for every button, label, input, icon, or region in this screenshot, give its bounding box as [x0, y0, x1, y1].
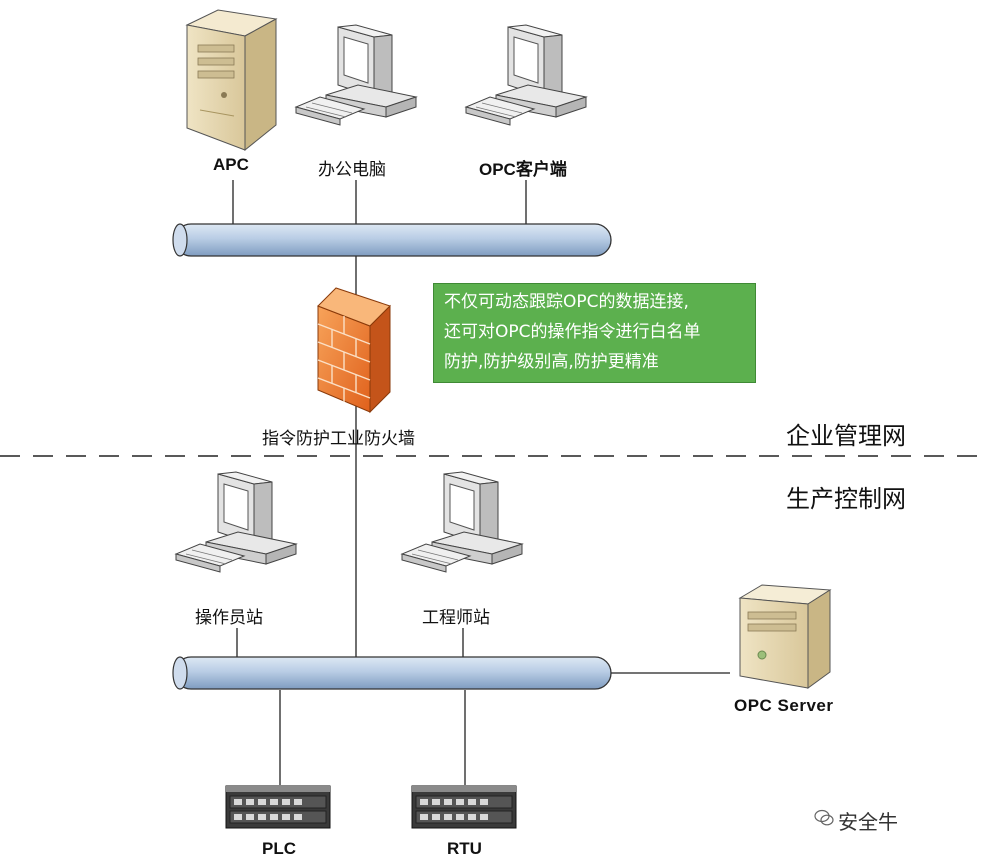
engineer-station-pc-icon — [400, 471, 524, 573]
opc-client-pc-icon — [464, 24, 588, 126]
operator-station-label: 操作员站 — [195, 608, 263, 628]
watermark: 安全牛 — [838, 810, 898, 834]
firewall-icon — [317, 287, 391, 414]
apc-label: APC — [213, 155, 249, 174]
enterprise-bus — [172, 223, 612, 257]
firewall-callout: 不仅可动态跟踪OPC的数据连接, 还可对OPC的操作指令进行白名单 防护,防护级… — [433, 283, 756, 383]
callout-line: 不仅可动态跟踪OPC的数据连接, — [444, 292, 689, 312]
opc-server-icon — [738, 584, 832, 689]
opc-client-label: OPC客户端 — [479, 160, 567, 179]
engineer-station-label: 工程师站 — [422, 608, 490, 628]
operator-station-pc-icon — [174, 471, 298, 573]
callout-line: 还可对OPC的操作指令进行白名单 — [444, 322, 701, 342]
callout-line: 防护,防护级别高,防护更精准 — [444, 352, 659, 372]
firewall-label: 指令防护工业防火墙 — [262, 429, 415, 449]
rtu-rack-icon — [411, 785, 517, 829]
wechat-icon — [814, 809, 834, 826]
enterprise-zone-label: 企业管理网 — [786, 422, 906, 450]
office-pc-icon — [294, 24, 418, 126]
office-pc-label: 办公电脑 — [318, 160, 386, 180]
rtu-label: RTU — [447, 839, 482, 858]
production-bus — [172, 656, 612, 690]
opc-server-label: OPC Server — [734, 696, 834, 715]
plc-rack-icon — [225, 785, 331, 829]
production-zone-label: 生产控制网 — [786, 485, 906, 513]
plc-label: PLC — [262, 839, 296, 858]
apc-server-icon — [185, 9, 278, 152]
